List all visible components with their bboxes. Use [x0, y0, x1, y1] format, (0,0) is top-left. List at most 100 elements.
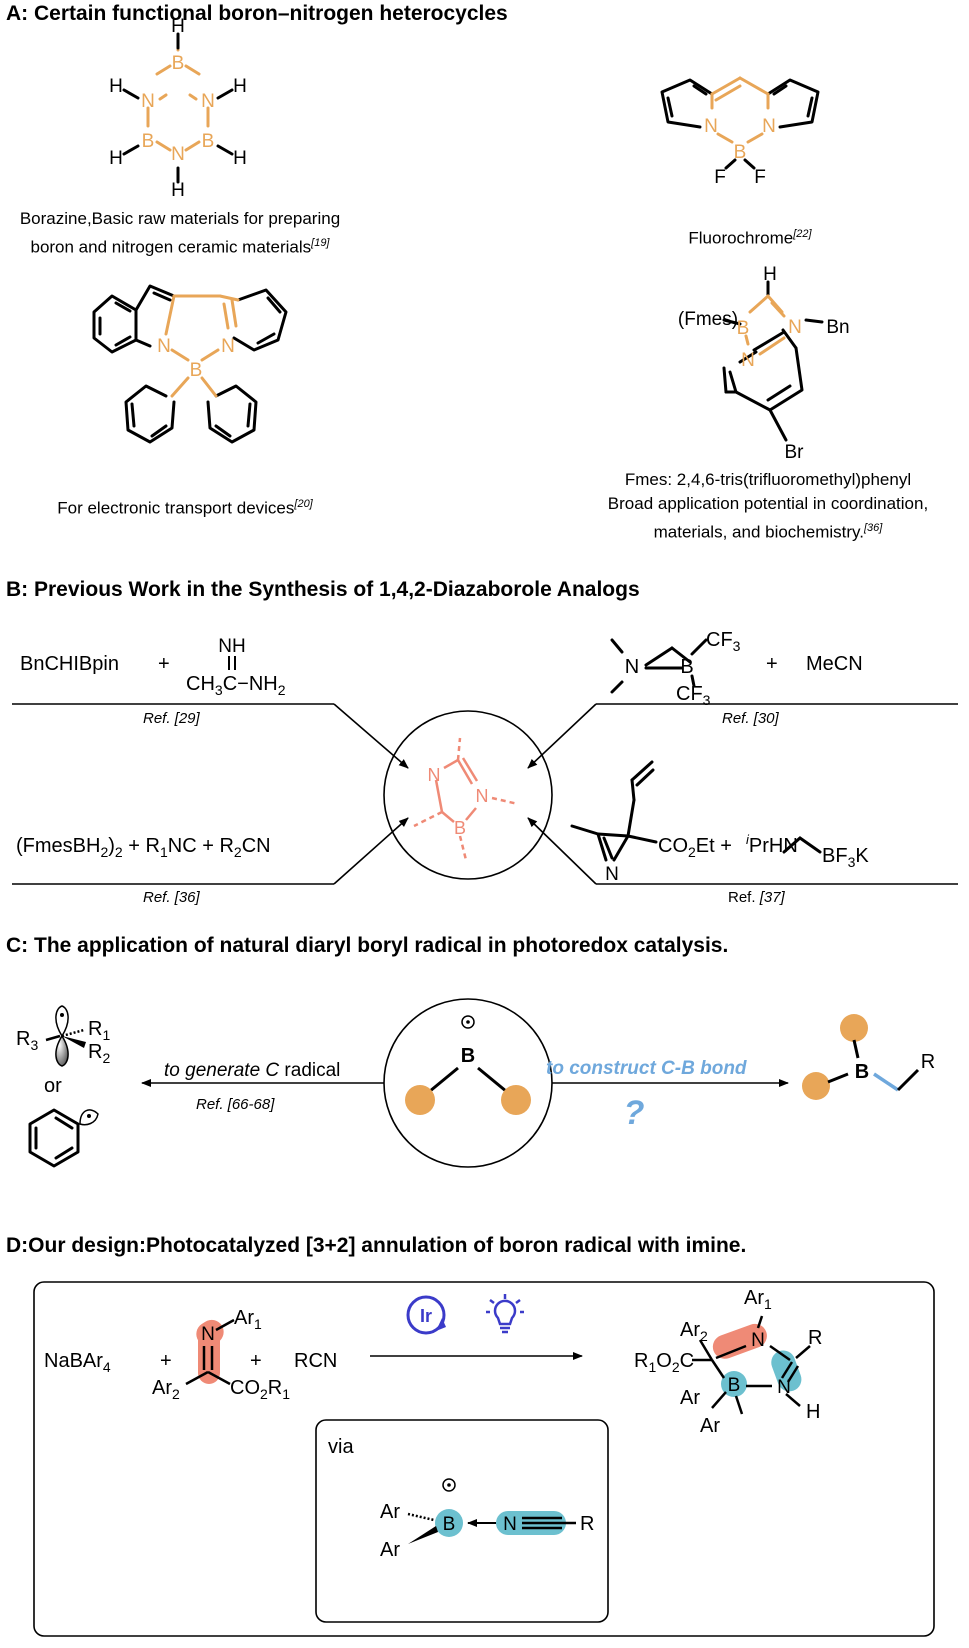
section-c-title: C: The application of natural diaryl bor…	[6, 934, 729, 957]
borazine-caption-line2: boron and nitrogen ceramic materials[19]	[0, 231, 360, 260]
atom-b: B	[454, 818, 466, 838]
iprhn: iPrHN	[746, 832, 798, 857]
atom-b: B	[728, 1375, 741, 1396]
fluorochrome-ref: [22]	[793, 228, 812, 240]
fmes-caption-line1: Fmes: 2,4,6-tris(trifluoromethyl)phenyl	[624, 470, 912, 489]
product-ring	[692, 1315, 811, 1415]
cf3-bottom: CF3	[676, 683, 711, 708]
diazaborole-core	[413, 737, 519, 861]
atom-n: N	[221, 336, 235, 357]
via-label: via	[328, 1436, 354, 1458]
p-orbital-top	[55, 1005, 69, 1038]
atom-b: B	[142, 131, 155, 152]
question-mark: ?	[624, 1094, 645, 1132]
plus: +	[250, 1350, 262, 1372]
fmes-caption-text: materials, and biochemistry.	[653, 522, 864, 542]
ref-37: Ref. [37]	[728, 889, 785, 906]
atom-n: N	[476, 786, 489, 806]
borazine-ref: [19]	[311, 237, 330, 249]
fmes-caption-line3: materials, and biochemistry.[36]	[568, 516, 968, 545]
atom-n: N	[704, 116, 718, 137]
atom-n: N	[777, 1377, 791, 1398]
section-a-title: A: Certain functional boron–nitrogen het…	[6, 2, 508, 25]
cf3-top: CF3	[706, 629, 741, 654]
rcn: RCN	[294, 1350, 337, 1372]
atom-h: H	[233, 148, 247, 169]
mecn: MeCN	[806, 653, 863, 675]
fmes-ref: [36]	[864, 522, 883, 534]
atom-b: B	[855, 1061, 869, 1083]
ar2: Ar2	[680, 1319, 708, 1344]
plus: +	[160, 1350, 172, 1372]
atom-f: F	[714, 167, 726, 188]
atom-h: H	[763, 264, 777, 285]
atom-h: H	[109, 148, 123, 169]
ref-29: Ref. [29]	[143, 710, 200, 727]
h-label: H	[806, 1401, 820, 1423]
aryl-group-top	[840, 1014, 868, 1042]
ar-label: Ar	[380, 1501, 400, 1523]
atom-h: H	[171, 180, 185, 201]
generate-c-radical: to generate C radical	[164, 1060, 340, 1081]
borazine-caption-line1: Borazine,Basic raw materials for prepari…	[19, 209, 341, 228]
ref-37-b: [37]	[759, 889, 785, 906]
ref-30: Ref. [30]	[722, 710, 779, 727]
section-d-title: D:Our design:Photocatalyzed [3+2] annula…	[6, 1234, 747, 1257]
co2et: CO2Et +	[658, 835, 732, 860]
ir-label: Ir	[420, 1306, 432, 1326]
ref-36: Ref. [36]	[143, 889, 200, 906]
atom-b: B	[734, 142, 747, 163]
construct-cb-bond: to construct C-B bond	[546, 1058, 747, 1079]
bf3k: BF3K	[822, 845, 869, 870]
amidine-nh: NH	[218, 636, 245, 657]
atom-f: F	[754, 167, 766, 188]
atom-n: N	[171, 144, 185, 165]
electronic-text: For electronic transport devices	[57, 498, 295, 518]
fmesbh2-dimer: (FmesBH2)2 + R1NC + R2CN	[16, 835, 271, 860]
borazine-caption: Borazine,Basic raw materials for prepari…	[0, 207, 360, 260]
borazine-structure: B N N B B N H H H H H H	[109, 16, 247, 201]
indole-pyridine-borane-structure: N N B	[92, 284, 288, 444]
aryl-group-left	[802, 1072, 830, 1100]
plus: +	[766, 653, 778, 675]
atom-b: B	[202, 131, 215, 152]
ar-label: Ar	[700, 1415, 720, 1437]
r-label: R	[580, 1513, 594, 1535]
bodipy-structure: N N B F F	[660, 76, 820, 188]
or-label: or	[44, 1075, 62, 1097]
ar-label: Ar	[680, 1387, 700, 1409]
r3-label: R3	[16, 1028, 38, 1053]
aminoborate-structure	[610, 638, 708, 694]
atom-h: H	[233, 76, 247, 97]
light-bulb-icon	[486, 1294, 524, 1334]
atom-n: N	[201, 1324, 215, 1345]
atom-h: H	[109, 76, 123, 97]
ar2: Ar2	[152, 1377, 180, 1402]
atom-b: B	[461, 1045, 475, 1067]
plus: +	[158, 653, 170, 675]
atom-n: N	[762, 116, 776, 137]
atom-n: N	[741, 350, 755, 371]
borazine-caption-text: boron and nitrogen ceramic materials	[30, 237, 312, 257]
design-box	[33, 1281, 935, 1637]
r2-label: R2	[88, 1041, 110, 1066]
r1o2c: R1O2C	[634, 1350, 694, 1375]
fluorochrome-caption: Fluorochrome[22]	[670, 222, 830, 251]
atom-n: N	[503, 1514, 517, 1535]
r-label: R	[921, 1051, 935, 1073]
ir-catalyst-icon	[406, 1295, 446, 1335]
bnchibpin: BnCHIBpin	[20, 653, 119, 675]
section-b-scheme: BnCHIBpin + NH CH3C−NH2 N B CF3 CF3 + Me…	[12, 629, 958, 885]
electronic-ref: [20]	[294, 498, 313, 510]
atom-n: N	[157, 336, 171, 357]
fluorochrome-text: Fluorochrome	[688, 228, 794, 248]
atom-h: H	[171, 16, 185, 37]
electronic-caption: For electronic transport devices[20]	[30, 492, 340, 521]
ref-66-68: Ref. [66-68]	[196, 1096, 275, 1113]
atom-b: B	[443, 1514, 456, 1535]
bn-label: Bn	[826, 317, 849, 338]
ref-37-a: Ref.	[728, 889, 760, 906]
product-circle	[383, 710, 553, 880]
azirine-structure	[570, 760, 822, 862]
